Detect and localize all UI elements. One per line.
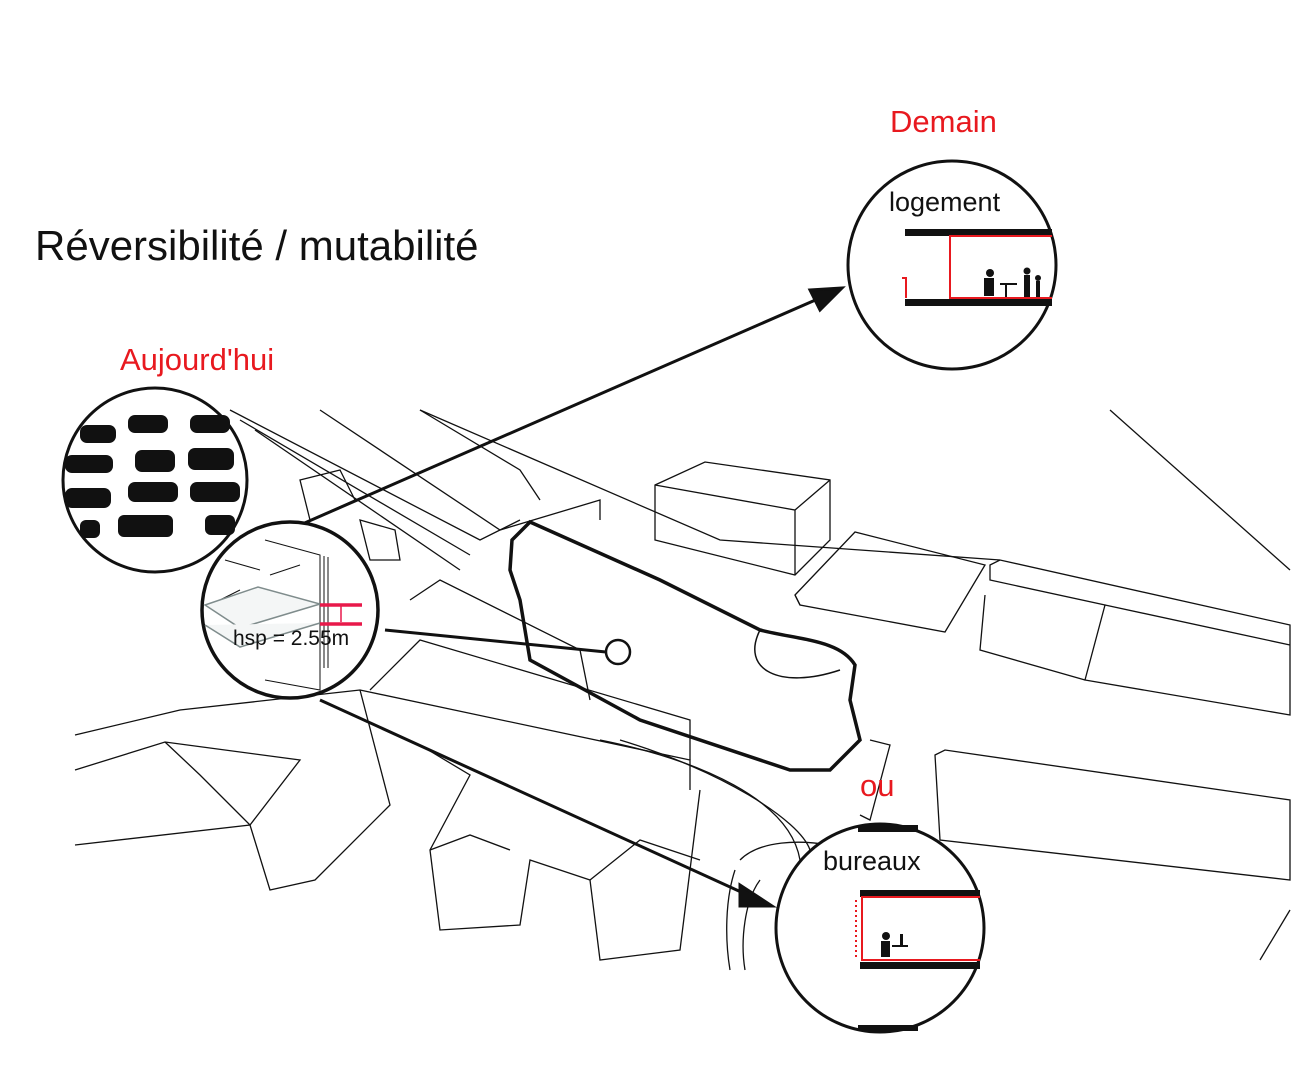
parked-cars-icon <box>65 415 240 538</box>
or-label: ou <box>860 768 895 803</box>
office-circle <box>774 822 986 1034</box>
context-buildings <box>74 409 1291 971</box>
arrows <box>299 286 846 908</box>
page-title: Réversibilité / mutabilité <box>35 222 479 269</box>
family-dining-icon <box>984 267 1041 297</box>
highlighted-building <box>508 519 862 772</box>
housing-label: logement <box>889 187 1001 217</box>
offices-label: bureaux <box>823 846 921 876</box>
cars-circle <box>61 386 249 574</box>
today-label: Aujourd'hui <box>120 342 275 377</box>
housing-circle <box>846 159 1058 371</box>
office-worker-icon <box>881 932 908 957</box>
location-marker <box>604 638 632 666</box>
ceiling-height-label: hsp = 2.55m <box>233 627 350 650</box>
height-detail-circle <box>200 520 380 700</box>
tomorrow-label: Demain <box>890 104 997 139</box>
